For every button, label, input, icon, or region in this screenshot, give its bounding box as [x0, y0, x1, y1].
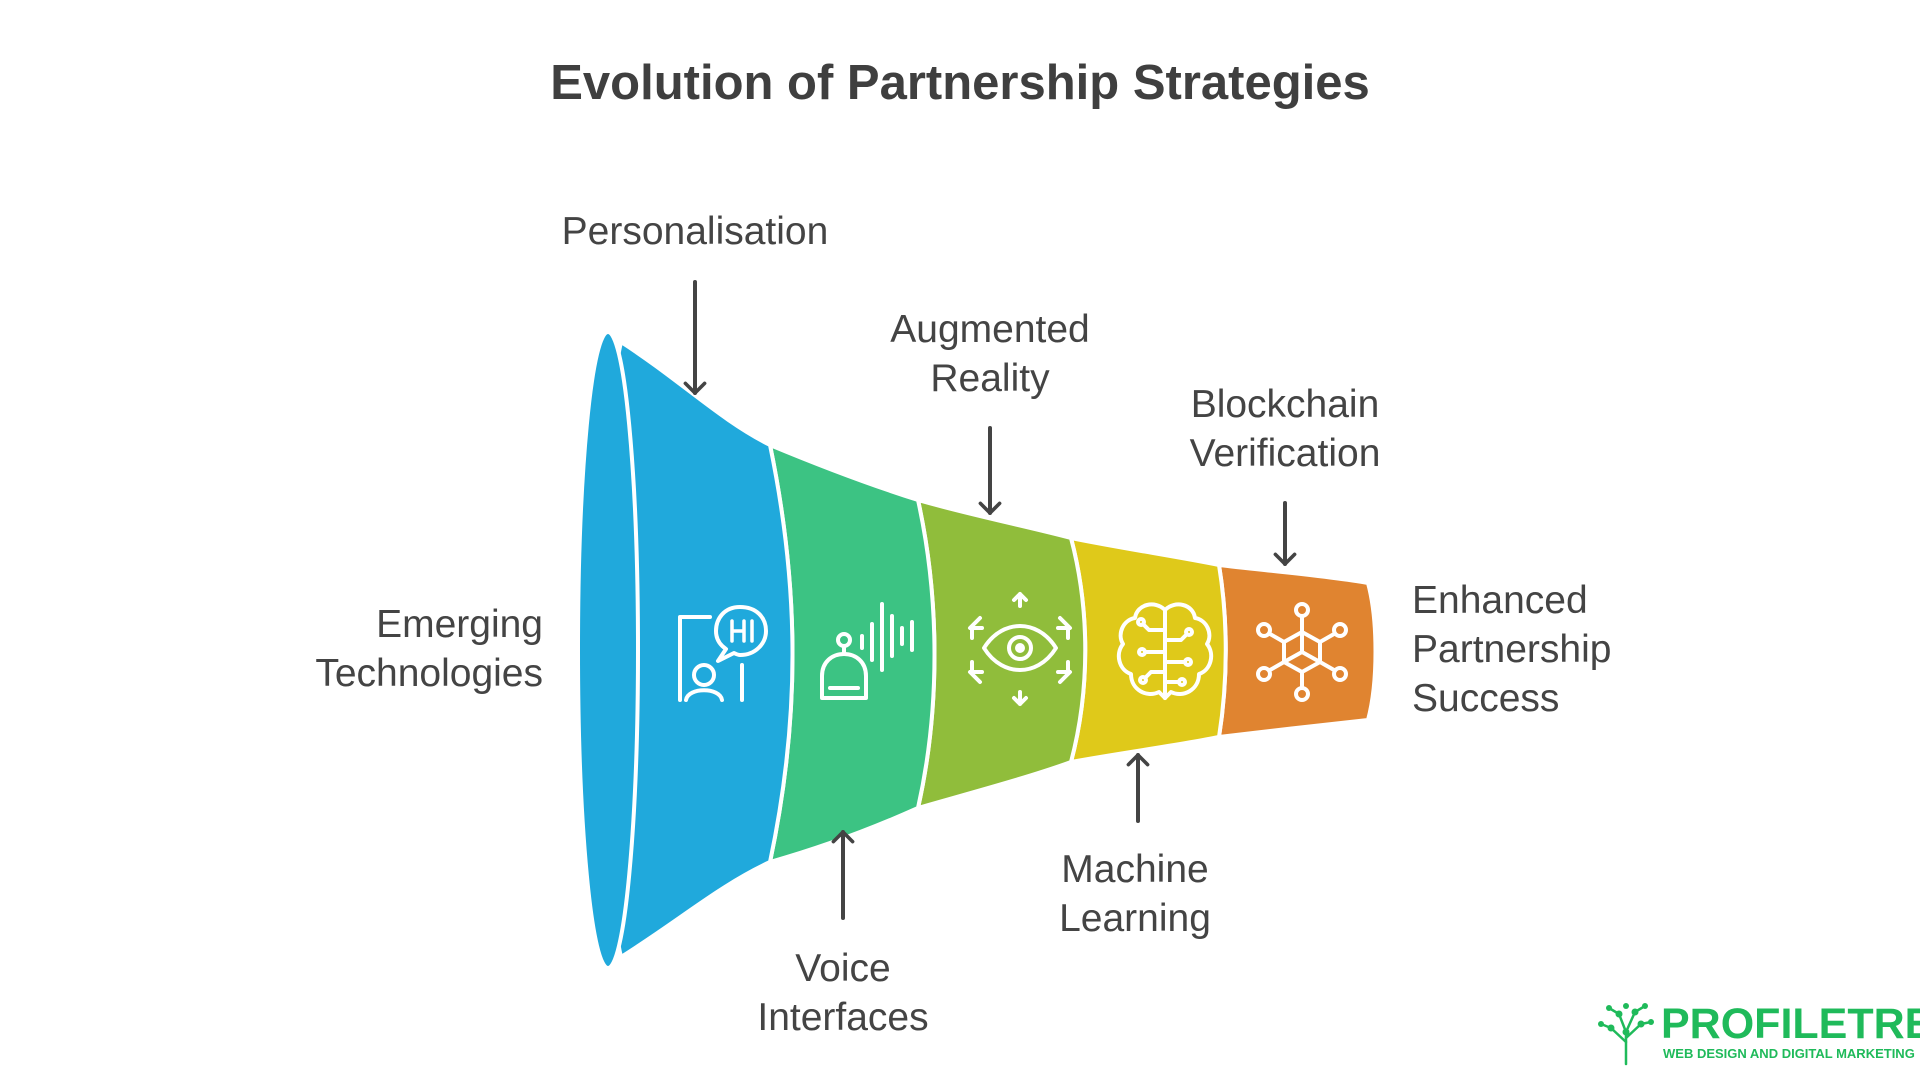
stage-label-personalisation: Personalisation [561, 210, 829, 253]
diagram-title: Evolution of Partnership Strategies [550, 56, 1370, 110]
stage-label-blockchain-verification: Blockchain Verification [1189, 383, 1381, 475]
personalisation-chat-icon [678, 605, 768, 702]
stage-label-voice-interfaces: Voice Interfaces [757, 947, 929, 1039]
funnel-segment-blockchain [1216, 562, 1378, 740]
voice-assistant-icon [820, 602, 914, 700]
start-label: Emerging Technologies [315, 603, 543, 695]
funnel-mouth-rim [576, 330, 640, 970]
tree-network-icon [1598, 1003, 1654, 1066]
blockchain-network-icon [1256, 602, 1348, 702]
logo-tagline: WEB DESIGN AND DIGITAL MARKETING [1663, 1046, 1915, 1061]
stage-label-machine-learning: Machine Learning [1059, 848, 1211, 940]
funnel-segment-augmented-reality [915, 497, 1088, 811]
profiletree-logo: PROFILETREE WEB DESIGN AND DIGITAL MARKE… [1595, 1000, 1920, 1070]
stage-label-augmented-reality: Augmented Reality [890, 308, 1090, 400]
end-label: Enhanced Partnership Success [1412, 579, 1612, 720]
brain-circuit-icon [1116, 602, 1214, 700]
logo-wordmark: PROFILETREE [1661, 1000, 1920, 1048]
ar-eye-icon [968, 592, 1072, 706]
